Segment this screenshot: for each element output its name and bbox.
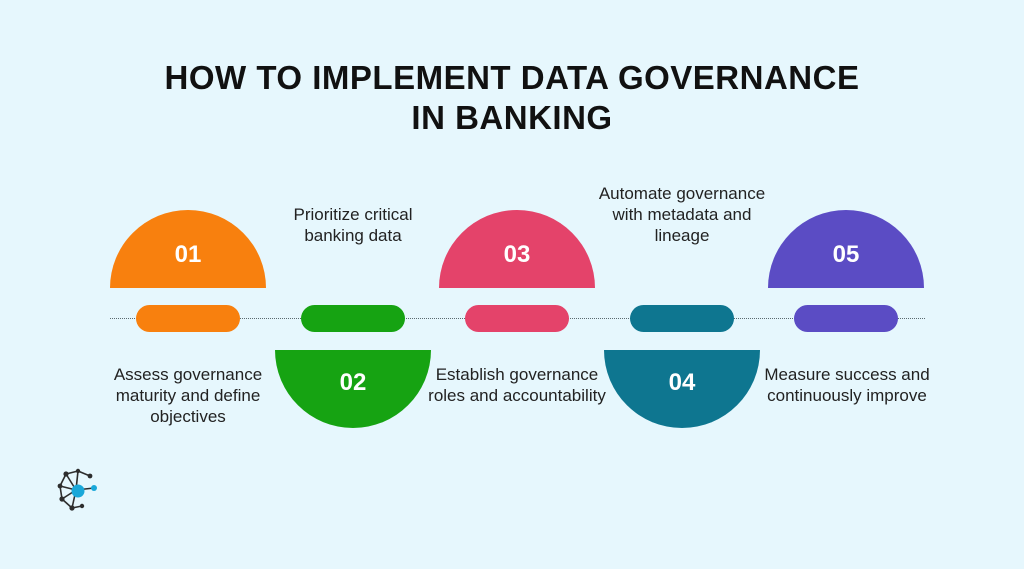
step-3-marker [465,305,569,332]
title-line-2: IN BANKING [411,99,613,136]
title-line-1: HOW TO IMPLEMENT DATA GOVERNANCE [164,59,860,96]
step-2-marker [301,305,405,332]
step-2-text: Prioritize critical banking data [293,205,413,245]
step-1-marker [136,305,240,332]
step-5-text: Measure success and continuously improve [764,365,930,405]
step-4-text: Automate governance with metadata and li… [598,184,766,245]
step-4-badge: 04 [604,350,760,428]
step-2-badge: 02 [275,350,431,428]
step-5-number: 05 [832,241,860,268]
step-1-badge: 01 [110,210,266,288]
step-3-badge: 03 [439,210,595,288]
step-1-number: 01 [174,241,202,268]
page-title: HOW TO IMPLEMENT DATA GOVERNANCE IN BANK… [0,58,1024,138]
step-3-number: 03 [503,241,531,268]
step-2-number: 02 [339,369,367,396]
step-1-text: Assess governance maturity and define ob… [113,365,263,426]
step-4-marker [630,305,734,332]
step-4-number: 04 [668,369,696,396]
step-3-text: Establish governance roles and accountab… [428,365,606,405]
step-5-marker [794,305,898,332]
network-logo-icon [57,468,97,511]
step-5-badge: 05 [768,210,924,288]
